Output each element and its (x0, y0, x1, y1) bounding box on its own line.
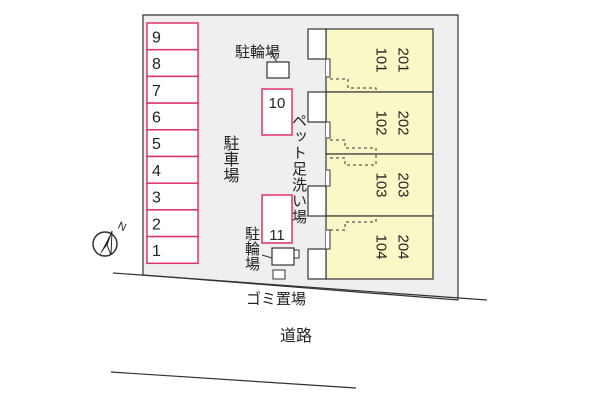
compass-circle (92, 231, 118, 257)
parking-space-3 (146, 182, 199, 211)
compass-arrow-dark (99, 231, 112, 256)
bicycle-parking-bottom-label: 駐輪場 (243, 226, 261, 271)
road-edge-top (112, 272, 488, 301)
parking-space-8 (146, 48, 199, 78)
parking-space-label: 2 (152, 216, 161, 233)
unit-2 (325, 91, 434, 155)
parking-space-10 (261, 88, 293, 136)
unit-number-upper: 201 (395, 47, 412, 72)
unit-number-lower: 101 (373, 47, 390, 72)
notch-3 (326, 169, 331, 187)
parking-space-label: 1 (152, 243, 161, 260)
unit-number-lower: 102 (373, 110, 390, 135)
parking-space-6 (146, 102, 199, 131)
bicycle-parking-top-leader (269, 50, 278, 63)
pet-foot-wash-label: ペット足洗い場 (290, 113, 308, 225)
bicycle-parking-bottom-leader (261, 254, 273, 259)
interior-dashes (330, 78, 377, 231)
parking-space-label: 3 (152, 190, 161, 207)
building: 201 101 202 102 203 103 204 104 (307, 28, 434, 280)
parking-space-11 (261, 194, 293, 244)
parking-space-label: 9 (152, 29, 161, 46)
unit-number-lower: 104 (373, 234, 390, 259)
parking-lot-label: 駐車場 (221, 135, 240, 184)
unit-number-upper: 204 (395, 234, 412, 259)
notch-2 (326, 121, 331, 139)
bicycle-parking-bottom-box (271, 247, 295, 266)
compass-arrow-light (106, 230, 113, 256)
road-edge-bottom (110, 371, 357, 389)
bicycle-parking-top-label: 駐輪場 (235, 43, 280, 61)
unit-4 (325, 215, 434, 280)
entrance-4 (307, 248, 327, 280)
unit-1 (325, 28, 434, 93)
compass-north-label: N (116, 220, 128, 234)
road-label: 道路 (280, 326, 312, 345)
parking-space-1 (146, 235, 199, 265)
unit-number-lower: 103 (373, 172, 390, 197)
parking-space-label: 6 (152, 109, 161, 126)
unit-labels: 201 101 202 102 203 103 204 104 (373, 47, 412, 259)
entrance-3 (307, 185, 327, 217)
parking-space-label: 7 (152, 83, 161, 100)
garbage-area-label: ゴミ置場 (246, 290, 306, 308)
parking-space-5 (146, 129, 199, 158)
entrance-1 (307, 28, 327, 60)
parking-space-label: 4 (152, 163, 161, 180)
bicycle-parking-top-box (266, 61, 290, 79)
parking-space-10-label: 10 (269, 95, 286, 112)
parking-space-11-label: 11 (269, 227, 285, 244)
notch-4 (326, 229, 331, 250)
parking-space-2 (146, 209, 199, 238)
parking-space-label: 5 (152, 136, 161, 153)
parking-spaces-left: 9 8 7 6 5 4 3 2 1 (146, 22, 199, 265)
unit-number-upper: 202 (395, 110, 412, 135)
compass: N (92, 220, 128, 257)
entrance-2 (307, 91, 327, 123)
parking-space-label: 8 (152, 56, 161, 73)
unit-number-upper: 203 (395, 172, 412, 197)
notch-1 (326, 58, 331, 78)
parking-space-9 (146, 22, 199, 51)
garbage-box (272, 269, 286, 280)
